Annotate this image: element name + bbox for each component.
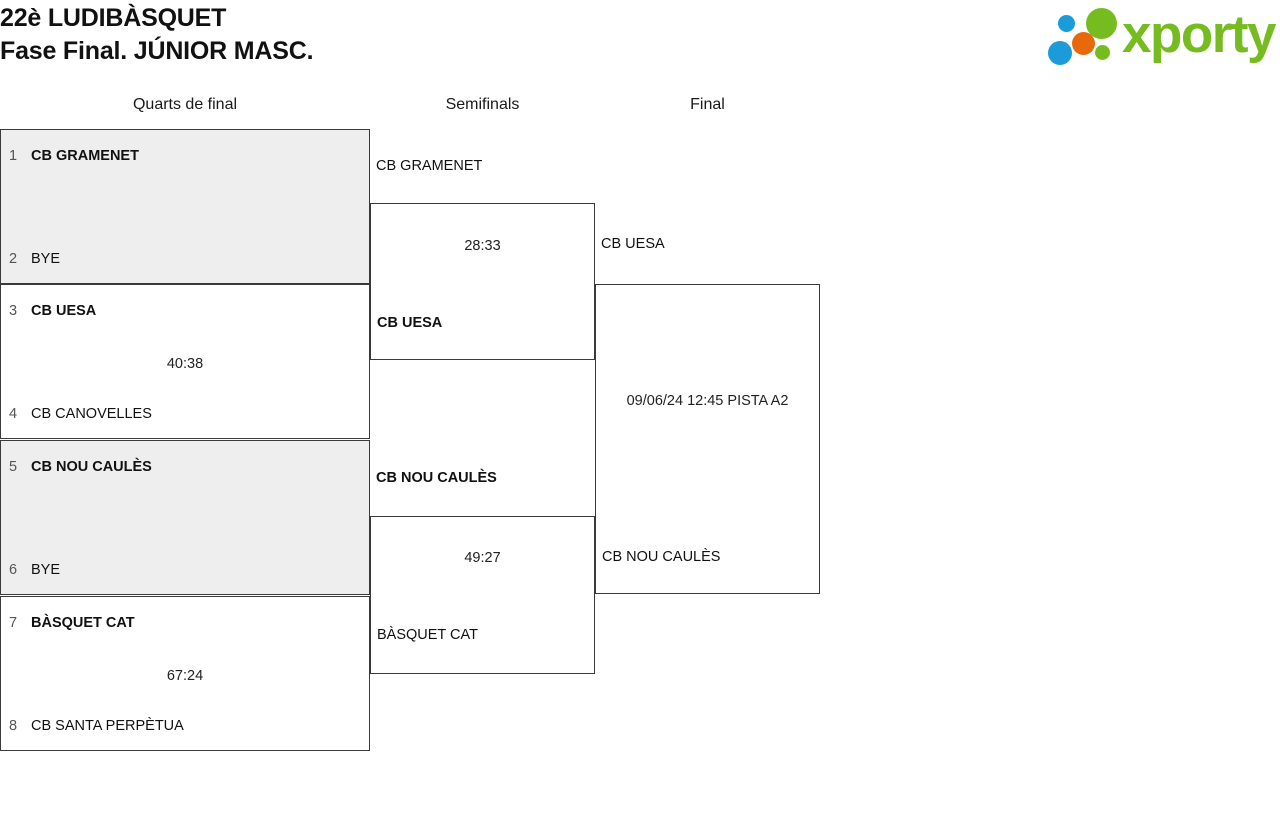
team-name: CB SANTA PERPÈTUA (31, 718, 184, 734)
match-semifinal-1[interactable]: 28:33 CB UESA (370, 203, 595, 360)
match-slot-team: 2 BYE (1, 249, 369, 269)
team-name: BÀSQUET CAT (31, 615, 135, 631)
match-slot-team: 6 BYE (1, 560, 369, 580)
tournament-title: 22è LUDIBÀSQUET Fase Final. JÚNIOR MASC. (0, 2, 314, 68)
semifinal-2-top-team: CB NOU CAULÈS (376, 470, 497, 486)
column-header-semifinals: Semifinals (445, 96, 520, 113)
final-schedule-info: 09/06/24 12:45 PISTA A2 (626, 393, 789, 409)
seed-number: 7 (9, 615, 18, 631)
seed-number: 2 (9, 251, 18, 267)
team-name: CB UESA (31, 303, 97, 319)
match-slot-team: 5 CB NOU CAULÈS (1, 457, 369, 477)
team-name: CB GRAMENET (31, 148, 139, 164)
logo-dot-blue-large (1048, 41, 1072, 65)
column-header-quarterfinals: Quarts de final (132, 96, 238, 113)
match-final[interactable]: 09/06/24 12:45 PISTA A2 CB NOU CAULÈS (595, 284, 820, 594)
logo-dots-icon (1048, 8, 1126, 66)
seed-number: 5 (9, 459, 18, 475)
match-slot-team: 1 CB GRAMENET (1, 146, 369, 166)
match-quarterfinal-3[interactable]: 5 CB NOU CAULÈS 6 BYE (0, 440, 370, 595)
match-quarterfinal-1[interactable]: 1 CB GRAMENET 2 BYE (0, 129, 370, 284)
seed-number: 1 (9, 148, 18, 164)
team-name: CB CANOVELLES (31, 406, 152, 422)
logo-dot-green-small (1095, 45, 1110, 60)
match-score: 28:33 (464, 238, 501, 254)
xporty-logo[interactable]: xporty (1048, 5, 1276, 68)
match-slot-team: 4 CB CANOVELLES (1, 404, 369, 424)
match-slot-team: 3 CB UESA (1, 301, 369, 321)
seed-number: 4 (9, 406, 18, 422)
match-slot-team: 8 CB SANTA PERPÈTUA (1, 716, 369, 736)
team-name: BYE (31, 562, 61, 578)
match-quarterfinal-2[interactable]: 3 CB UESA 40:38 4 CB CANOVELLES (0, 284, 370, 439)
logo-dot-blue-small (1058, 15, 1075, 32)
logo-dot-green-large (1086, 8, 1117, 39)
match-score: 67:24 (166, 668, 204, 684)
semifinal-2-bottom-team: BÀSQUET CAT (377, 627, 478, 643)
column-header-final: Final (690, 96, 725, 113)
semifinal-1-top-team: CB GRAMENET (376, 158, 483, 174)
seed-number: 6 (9, 562, 18, 578)
logo-dot-orange (1072, 32, 1095, 55)
title-line-2: Fase Final. JÚNIOR MASC. (0, 37, 314, 65)
title-line-1: 22è LUDIBÀSQUET (0, 4, 227, 32)
team-name: BYE (31, 251, 61, 267)
match-quarterfinal-4[interactable]: 7 BÀSQUET CAT 67:24 8 CB SANTA PERPÈTUA (0, 596, 370, 751)
match-score: 49:27 (464, 550, 501, 566)
match-slot-team: 7 BÀSQUET CAT (1, 613, 369, 633)
team-name: CB NOU CAULÈS (31, 459, 152, 475)
seed-number: 3 (9, 303, 18, 319)
seed-number: 8 (9, 718, 18, 734)
match-semifinal-2[interactable]: 49:27 BÀSQUET CAT (370, 516, 595, 674)
final-bottom-team: CB NOU CAULÈS (602, 549, 721, 565)
semifinal-1-bottom-team: CB UESA (377, 315, 443, 331)
page-header: 22è LUDIBÀSQUET Fase Final. JÚNIOR MASC.… (0, 0, 1280, 88)
logo-wordmark: xporty (1122, 5, 1276, 64)
final-top-team: CB UESA (601, 236, 665, 252)
match-score: 40:38 (166, 356, 204, 372)
